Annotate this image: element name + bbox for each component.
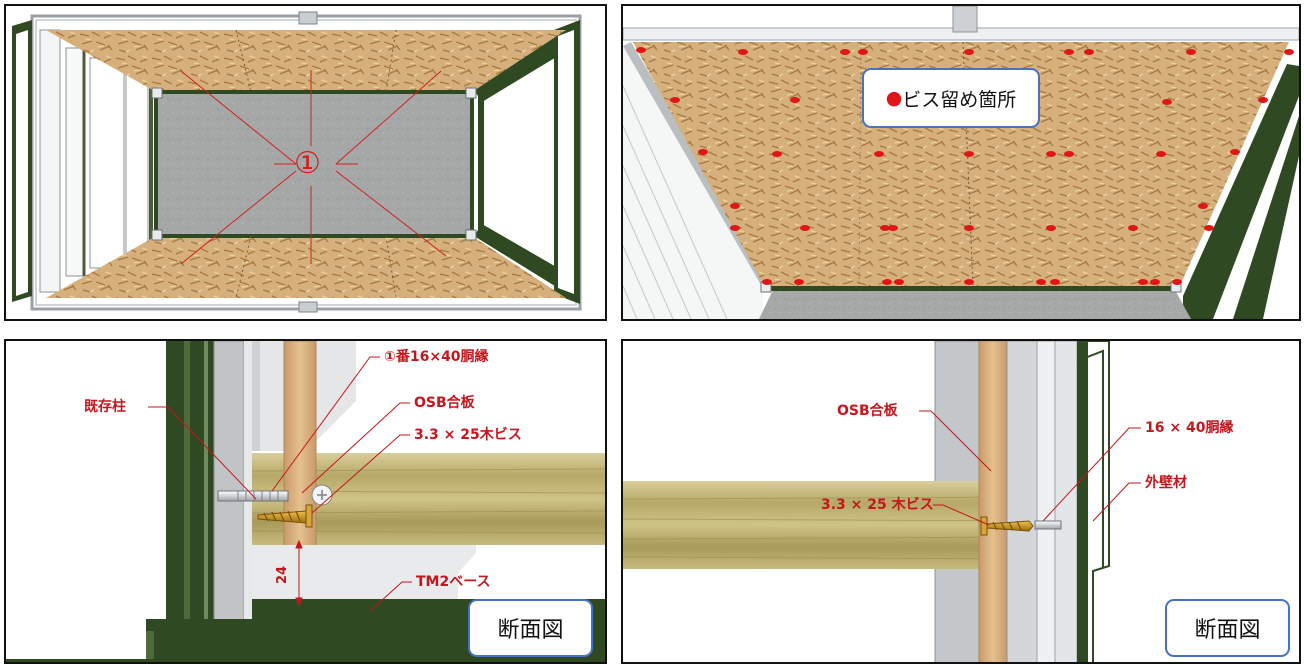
label-existing-post: 既存柱 [84, 399, 126, 415]
label-exterior-siding: 外壁材 [1145, 475, 1187, 491]
panel-top-view-overview: ① [4, 4, 607, 321]
screw-location-callout: ● ビス留め箇所 [862, 68, 1040, 128]
panel-section-right: OSB合板 16 × 40胴縁 外壁材 3.3 × 25 木ビス 断面図 [621, 339, 1301, 664]
osb-top-panel [46, 30, 566, 92]
callout-text: ビス留め箇所 [902, 88, 1017, 111]
concrete-floor [154, 90, 474, 238]
label-leader-lines [148, 356, 412, 612]
marker-leader-lines [180, 70, 447, 265]
ceiling-screw-drawing [623, 6, 1299, 319]
horizontal-timber [623, 481, 1035, 569]
label-furring-strip: 16 × 40胴縁 [1145, 420, 1234, 436]
label-furring-strip-1: ①番16×40胴縁 [384, 349, 489, 365]
osb-bottom-panel [46, 236, 566, 298]
right-wall-frame [12, 20, 580, 304]
left-siding-lines [623, 85, 728, 319]
osb-section [978, 341, 1008, 662]
wood-screw [257, 504, 313, 528]
osb-ceiling-panel [633, 42, 1289, 288]
panel-section-left: 既存柱 ①番16×40胴縁 OSB合板 3.3 × 25木ビス 24 TM2ベー… [4, 339, 607, 664]
wood-screw [980, 516, 1062, 536]
label-leader-lines [919, 410, 1141, 526]
screw-point-markers [636, 47, 1294, 285]
marker-number-1: ① [294, 146, 321, 181]
dimension-value: 24 [275, 565, 291, 585]
label-wood-screw: 3.3 × 25 木ビス [821, 497, 934, 513]
red-dot-icon: ● [885, 87, 903, 109]
section-tag: 断面図 [1165, 599, 1290, 657]
label-osb: OSB合板 [837, 403, 898, 419]
top-view-drawing [6, 6, 605, 319]
label-osb: OSB合板 [414, 395, 475, 411]
section-tag: 断面図 [468, 599, 593, 657]
panel-ceiling-screw-layout: ● ビス留め箇所 [621, 4, 1301, 321]
dimension-line [295, 539, 303, 607]
label-wood-screw: 3.3 × 25木ビス [414, 427, 522, 443]
label-base: TM2ベース [416, 574, 491, 590]
